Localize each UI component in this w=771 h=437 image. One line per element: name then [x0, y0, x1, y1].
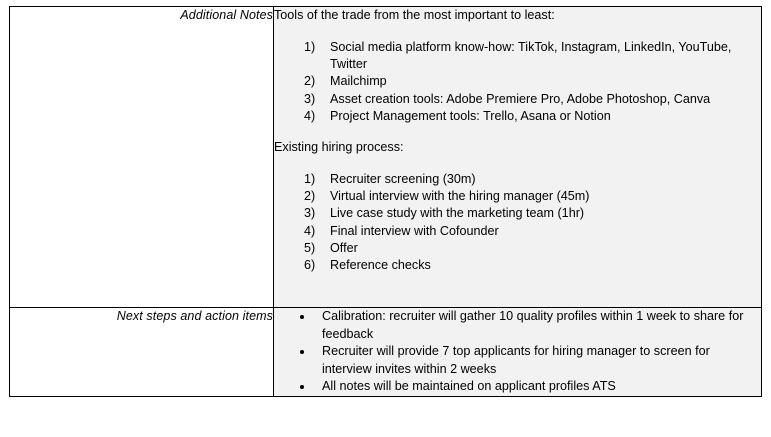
list-marker: 2)	[304, 74, 316, 89]
list-item-text: Asset creation tools: Adobe Premiere Pro…	[330, 91, 711, 106]
section-spacer	[274, 24, 761, 39]
list-marker: 2)	[304, 189, 316, 204]
list-item-text: Recruiter screening (30m)	[330, 172, 476, 187]
list-item: All notes will be maintained on applican…	[296, 378, 761, 396]
list-item: 1) Social media platform know-how: TikTo…	[304, 39, 761, 73]
list-item: 5) Offer	[304, 240, 761, 257]
list-item-text: Final interview with Cofounder	[330, 223, 499, 238]
list-item: 1) Recruiter screening (30m)	[304, 171, 761, 188]
list-marker: 4)	[304, 108, 316, 123]
list-item: 2) Virtual interview with the hiring man…	[304, 188, 761, 205]
list-item: Calibration: recruiter will gather 10 qu…	[296, 308, 761, 343]
row-content-cell-additional-notes[interactable]: Tools of the trade from the most importa…	[273, 6, 762, 308]
list-item: 6) Reference checks	[304, 257, 761, 274]
list-marker: 4)	[304, 223, 316, 238]
row-label-cell-next-steps: Next steps and action items	[9, 307, 274, 397]
list-item-text: Calibration: recruiter will gather 10 qu…	[322, 309, 744, 341]
list-marker: 1)	[304, 172, 316, 187]
row-label-cell-additional-notes: Additional Notes	[9, 6, 274, 308]
section-spacer	[274, 156, 761, 171]
section-spacer	[274, 125, 761, 139]
row-content-cell-next-steps[interactable]: Calibration: recruiter will gather 10 qu…	[273, 307, 762, 397]
row-label-next-steps: Next steps and action items	[116, 309, 273, 323]
numbered-list-hiring-process: 1) Recruiter screening (30m) 2) Virtual …	[274, 171, 761, 274]
list-marker: 6)	[304, 258, 316, 273]
notes-table: Additional Notes Tools of the trade from…	[9, 6, 762, 397]
list-item-text: All notes will be maintained on applican…	[322, 379, 616, 394]
list-item-text: Offer	[330, 240, 358, 255]
list-marker: 3)	[304, 206, 316, 221]
bullet-icon	[300, 384, 304, 389]
list-item-text: Recruiter will provide 7 top applicants …	[322, 344, 710, 376]
list-item: 3) Live case study with the marketing te…	[304, 205, 761, 222]
list-item: 3) Asset creation tools: Adobe Premiere …	[304, 91, 761, 108]
list-marker: 5)	[304, 240, 316, 255]
bullet-icon	[300, 349, 304, 354]
section-heading-hiring-process: Existing hiring process:	[274, 140, 404, 155]
list-item-text: Live case study with the marketing team …	[330, 206, 585, 221]
table-row-next-steps: Next steps and action items Calibration:…	[9, 307, 762, 397]
list-item-text: Virtual interview with the hiring manage…	[330, 189, 590, 204]
list-item-text: Social media platform know-how: TikTok, …	[330, 40, 732, 72]
list-marker: 3)	[304, 91, 316, 106]
list-item: 4) Project Management tools: Trello, Asa…	[304, 108, 761, 125]
bulleted-list-next-steps: Calibration: recruiter will gather 10 qu…	[274, 308, 761, 396]
numbered-list-tools: 1) Social media platform know-how: TikTo…	[274, 39, 761, 125]
list-item: 4) Final interview with Cofounder	[304, 223, 761, 240]
bullet-icon	[300, 314, 304, 319]
list-item-text: Mailchimp	[330, 74, 387, 89]
list-item-text: Project Management tools: Trello, Asana …	[330, 108, 611, 123]
list-item: 2) Mailchimp	[304, 73, 761, 90]
table-row-additional-notes: Additional Notes Tools of the trade from…	[9, 6, 762, 308]
list-marker: 1)	[304, 40, 316, 54]
row-label-additional-notes: Additional Notes	[180, 8, 273, 22]
section-heading-tools: Tools of the trade from the most importa…	[274, 8, 555, 22]
list-item-text: Reference checks	[330, 258, 431, 273]
list-item: Recruiter will provide 7 top applicants …	[296, 343, 761, 378]
